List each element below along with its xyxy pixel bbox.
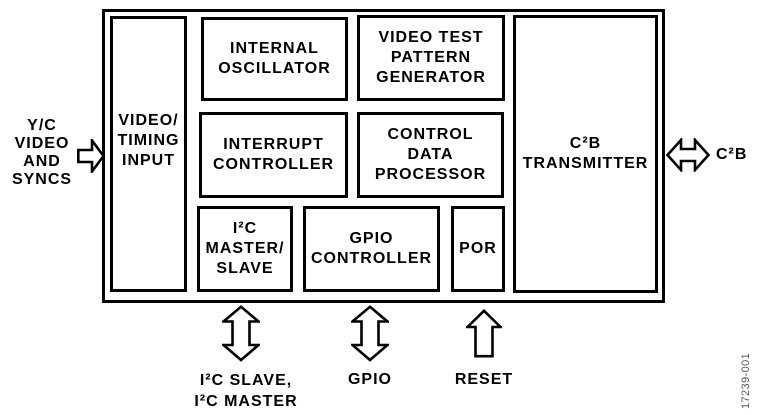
block-internal-oscillator: INTERNAL OSCILLATOR xyxy=(201,17,348,101)
block-label-line: TRANSMITTER xyxy=(522,155,649,172)
port-label-line: C²B xyxy=(716,146,748,163)
block-label: I²C MASTER/ SLAVE xyxy=(206,219,285,279)
input-arrow-icon xyxy=(77,139,105,173)
block-label-line: CONTROLLER xyxy=(212,156,335,173)
block-label-line: C²B xyxy=(569,135,602,152)
port-label-line: GPIO xyxy=(347,371,392,388)
block-interrupt-controller: INTERRUPT CONTROLLER xyxy=(199,112,348,198)
block-label: VIDEO/ TIMING INPUT xyxy=(118,111,180,197)
port-label-line: SYNCS xyxy=(11,171,73,188)
block-label-line: PATTERN xyxy=(390,49,472,66)
block-video-test-pattern-generator: VIDEO TEST PATTERN GENERATOR xyxy=(357,15,505,101)
block-label-line: I²C xyxy=(232,220,258,237)
block-label: INTERRUPT CONTROLLER xyxy=(213,135,334,175)
reset-arrow-icon xyxy=(466,309,502,358)
block-label: INTERNAL OSCILLATOR xyxy=(218,39,331,79)
block-label-line: PROCESSOR xyxy=(374,166,487,183)
block-label-line: SLAVE xyxy=(216,260,274,277)
block-label-line: INTERRUPT xyxy=(223,136,324,153)
port-label-line: I²C MASTER xyxy=(194,393,298,410)
c2b-port-label: C²B xyxy=(716,146,747,164)
i2c-port-label: I²C SLAVE, I²C MASTER xyxy=(176,370,316,412)
c2b-bidirectional-arrow-icon xyxy=(666,138,710,172)
i2c-bidirectional-arrow-icon xyxy=(222,305,260,362)
block-control-data-processor: CONTROL DATA PROCESSOR xyxy=(357,112,504,198)
figure-number: 17239-001 xyxy=(740,352,752,410)
block-label: CONTROL DATA PROCESSOR xyxy=(375,125,486,185)
block-video-timing-input: VIDEO/ TIMING INPUT xyxy=(110,16,187,292)
port-label-line: VIDEO xyxy=(14,135,70,152)
block-label-line: CONTROL xyxy=(387,126,474,143)
port-label-line: I²C SLAVE, xyxy=(199,372,293,389)
gpio-bidirectional-arrow-icon xyxy=(351,305,389,362)
block-label-line: POR xyxy=(459,240,497,257)
block-label-line: INPUT xyxy=(122,152,175,169)
block-label-line: VIDEO/ xyxy=(118,112,179,129)
block-label-line: GENERATOR xyxy=(376,69,486,86)
port-label-line: RESET xyxy=(454,371,514,388)
block-label-line: OSCILLATOR xyxy=(218,60,331,77)
block-label-line: TIMING xyxy=(117,132,180,149)
block-label-line: VIDEO TEST xyxy=(378,29,484,46)
block-gpio-controller: GPIO CONTROLLER xyxy=(303,206,440,292)
block-label: VIDEO TEST PATTERN GENERATOR xyxy=(376,28,486,88)
block-label-line: MASTER/ xyxy=(205,240,285,257)
block-label-line: CONTROLLER xyxy=(310,250,433,267)
block-label: C²B TRANSMITTER xyxy=(523,134,649,174)
reset-port-label: RESET xyxy=(444,371,524,389)
block-label-line: GPIO xyxy=(349,230,394,247)
block-i2c-master-slave: I²C MASTER/ SLAVE xyxy=(197,206,293,292)
port-label-line: Y/C xyxy=(27,117,57,134)
block-label-line: INTERNAL xyxy=(230,40,319,57)
block-label: GPIO CONTROLLER xyxy=(311,229,432,269)
port-label-line: AND xyxy=(23,153,61,170)
block-por: POR xyxy=(451,206,505,292)
block-c2b-transmitter: C²B TRANSMITTER xyxy=(513,15,658,293)
gpio-port-label: GPIO xyxy=(330,371,410,389)
block-label-line: DATA xyxy=(407,146,454,163)
block-label: POR xyxy=(459,239,497,259)
yc-video-input-label: Y/C VIDEO AND SYNCS xyxy=(6,117,78,189)
